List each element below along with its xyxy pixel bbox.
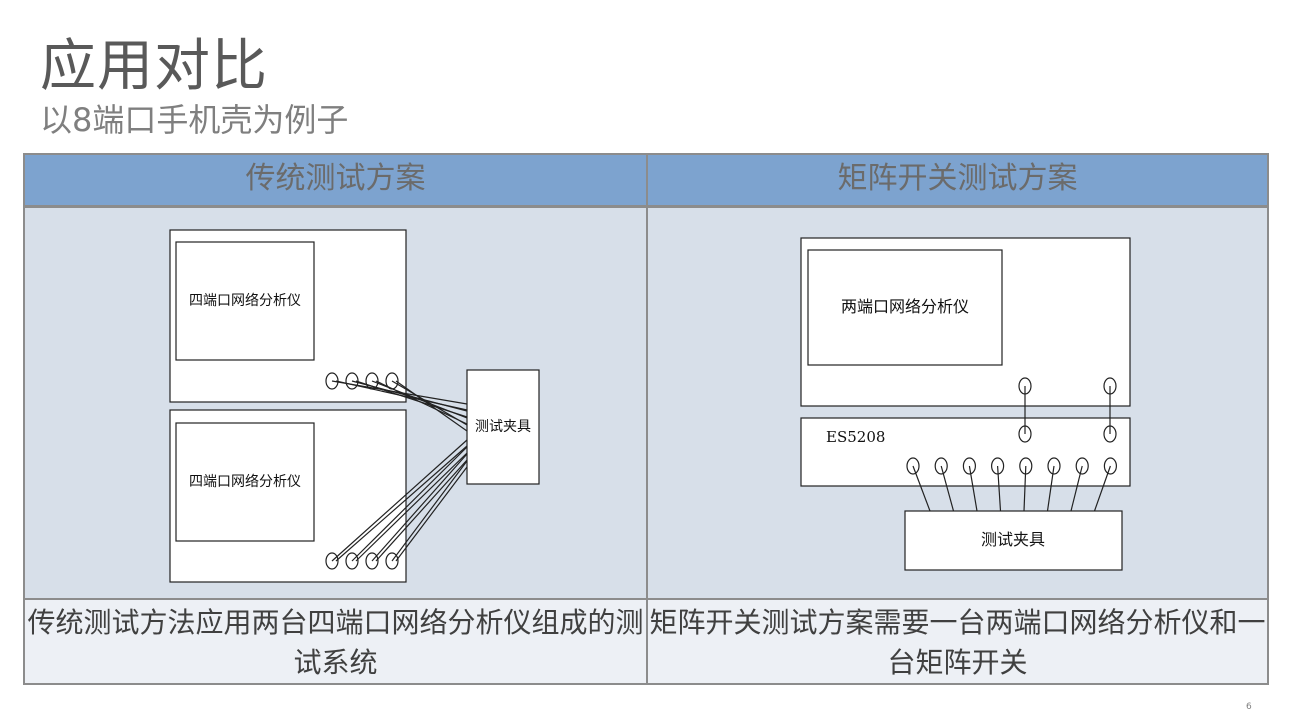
slide-subtitle: 以8端口手机壳为例子 <box>40 101 349 139</box>
cable-top-b-4 <box>395 380 468 432</box>
cable-bottom-3 <box>371 453 468 562</box>
cable-switch-fixture-2 <box>940 465 955 512</box>
page-number: 6 <box>1246 702 1252 712</box>
header-traditional: 传统测试方案 <box>25 155 646 205</box>
cable-switch-fixture-7 <box>1070 465 1083 512</box>
cable-switch-fixture-3 <box>968 465 978 512</box>
caption-matrix-switch: 矩阵开关测试方案需要一台两端口网络分析仪和一台矩阵开关 <box>648 600 1267 683</box>
header-matrix-switch: 矩阵开关测试方案 <box>648 155 1267 205</box>
fixture-right <box>904 510 1123 571</box>
cable-switch-fixture-1 <box>912 465 931 512</box>
analyzer-two-port-screen <box>807 249 1003 366</box>
cable-switch-fixture-6 <box>1046 465 1055 512</box>
analyzer-top-screen <box>175 241 315 361</box>
traditional-cables <box>331 380 468 562</box>
caption-traditional: 传统测试方法应用两台四端口网络分析仪组成的测试系统 <box>25 600 646 683</box>
cable-switch-fixture-5 <box>1023 465 1027 512</box>
cable-top-b-3 <box>375 380 468 425</box>
row-divider <box>25 598 1267 600</box>
matrix-cables <box>912 386 1111 512</box>
switch-chassis <box>800 417 1131 487</box>
cable-bottom-1 <box>331 439 468 562</box>
cable-switch-fixture-4 <box>997 465 1002 512</box>
analyzer-top-label: 四端口网络分析仪 <box>189 293 301 309</box>
analyzer-bottom-label: 四端口网络分析仪 <box>189 474 301 490</box>
fixture-left <box>466 369 540 485</box>
cable-bottom-b-4 <box>395 466 468 562</box>
cable-bottom-b-2 <box>355 452 468 562</box>
cable-bottom-2 <box>351 446 468 562</box>
switch-label: ES5208 <box>826 428 885 446</box>
analyzer-two-port-label: 两端口网络分析仪 <box>841 297 969 316</box>
cable-switch-fixture-8 <box>1093 465 1111 512</box>
column-divider <box>646 155 648 683</box>
analyzer-bottom-screen <box>175 422 315 542</box>
cable-top-4 <box>391 380 468 426</box>
traditional-diagram <box>169 229 540 583</box>
slide-title: 应用对比 <box>40 34 268 99</box>
fixture-left-label: 测试夹具 <box>475 419 531 435</box>
cable-bottom-4 <box>391 460 468 562</box>
cable-bottom-b-3 <box>375 459 468 562</box>
cable-bottom-b-1 <box>335 445 468 562</box>
fixture-right-label: 测试夹具 <box>981 530 1045 549</box>
matrix-switch-diagram <box>800 237 1131 571</box>
